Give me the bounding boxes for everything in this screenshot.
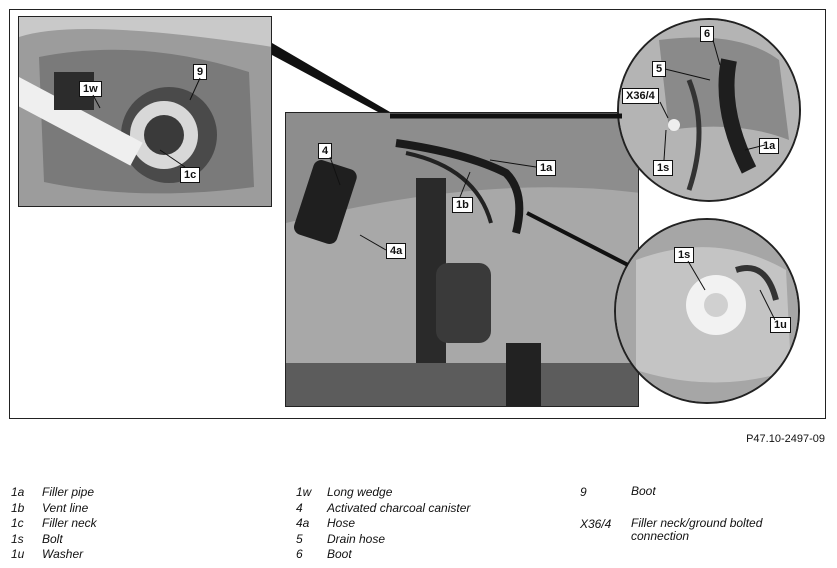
figure-reference: P47.10-2497-09 xyxy=(746,433,825,445)
legend-column-3: 9 Boot X36/4 Filler neck/ground bolted con… xyxy=(580,485,816,547)
legend-key: X36/4 xyxy=(580,517,612,531)
inset-photo-filler-neck xyxy=(18,16,272,207)
inset-circle-bolt-washer xyxy=(614,218,800,404)
legend-label: Boot xyxy=(631,484,656,498)
legend-item: 6 Boot xyxy=(296,547,557,563)
legend-label: Drain hose xyxy=(327,531,386,546)
legend-item: 1u Washer xyxy=(11,547,272,563)
legend-item: 1w Long wedge xyxy=(296,485,557,501)
inset-circle-bottom-art xyxy=(616,220,798,402)
legend-item: 1a Filler pipe xyxy=(11,485,272,501)
legend-item: X36/4 Filler neck/ground bolted connectio… xyxy=(580,517,816,547)
callout-5: 5 xyxy=(652,61,667,77)
callout-1s-bottom: 1s xyxy=(674,247,695,263)
legend-item: 4a Hose xyxy=(296,516,557,532)
legend-item: 1s Bolt xyxy=(11,532,272,548)
callout-4a: 4a xyxy=(386,243,407,259)
legend-key: 6 xyxy=(296,547,303,561)
inset-photo-art xyxy=(19,29,271,206)
legend-key: 1u xyxy=(11,547,25,561)
callout-1s-top: 1s xyxy=(653,160,674,176)
callout-4: 4 xyxy=(318,143,333,159)
legend-item: 1b Vent line xyxy=(11,501,272,517)
legend-label: Filler pipe xyxy=(42,485,95,499)
legend-label: Long wedge xyxy=(327,485,393,499)
legend-label: Vent line xyxy=(42,500,89,515)
legend-key: 1a xyxy=(11,485,25,499)
callout-1w: 1w xyxy=(79,81,102,97)
legend-item: 4 Activated charcoal canister xyxy=(296,501,557,517)
main-photo-art xyxy=(286,113,638,406)
main-photo-fuel-area xyxy=(285,112,639,407)
legend-key: 1c xyxy=(11,516,24,530)
legend-key: 4 xyxy=(296,500,303,515)
legend-item: 5 Drain hose xyxy=(296,532,557,548)
callout-1b: 1b xyxy=(452,197,473,213)
legend-key: 4a xyxy=(296,516,310,530)
legend-label: Boot xyxy=(327,547,352,561)
legend-label: Filler neck/ground bolted connection xyxy=(631,516,763,543)
legend-key: 1w xyxy=(296,485,312,499)
callout-1u: 1u xyxy=(770,317,791,333)
legend-label: Filler neck xyxy=(42,516,97,530)
legend-label: Bolt xyxy=(42,531,63,546)
legend-key: 1s xyxy=(11,531,24,546)
callout-6: 6 xyxy=(700,26,715,42)
legend-column-2: 1w Long wedge 4 Activated charcoal caniste… xyxy=(296,485,557,563)
legend-key: 5 xyxy=(296,531,303,546)
callout-9: 9 xyxy=(193,64,208,80)
legend-item: 1c Filler neck xyxy=(11,516,272,532)
inset-circle-ground-connection xyxy=(617,18,801,202)
callout-1a-inset: 1a xyxy=(759,138,780,154)
legend-item: 9 Boot xyxy=(580,485,816,517)
callout-1c: 1c xyxy=(180,167,201,183)
callout-1a-main: 1a xyxy=(536,160,557,176)
legend-label: Hose xyxy=(327,516,356,530)
inset-circle-top-art xyxy=(619,20,799,200)
legend-label: Activated charcoal canister xyxy=(327,500,471,515)
legend-key: 9 xyxy=(580,485,587,499)
legend-key: 1b xyxy=(11,500,25,515)
callout-x36-4: X36/4 xyxy=(622,88,659,104)
legend-label: Washer xyxy=(42,547,84,561)
